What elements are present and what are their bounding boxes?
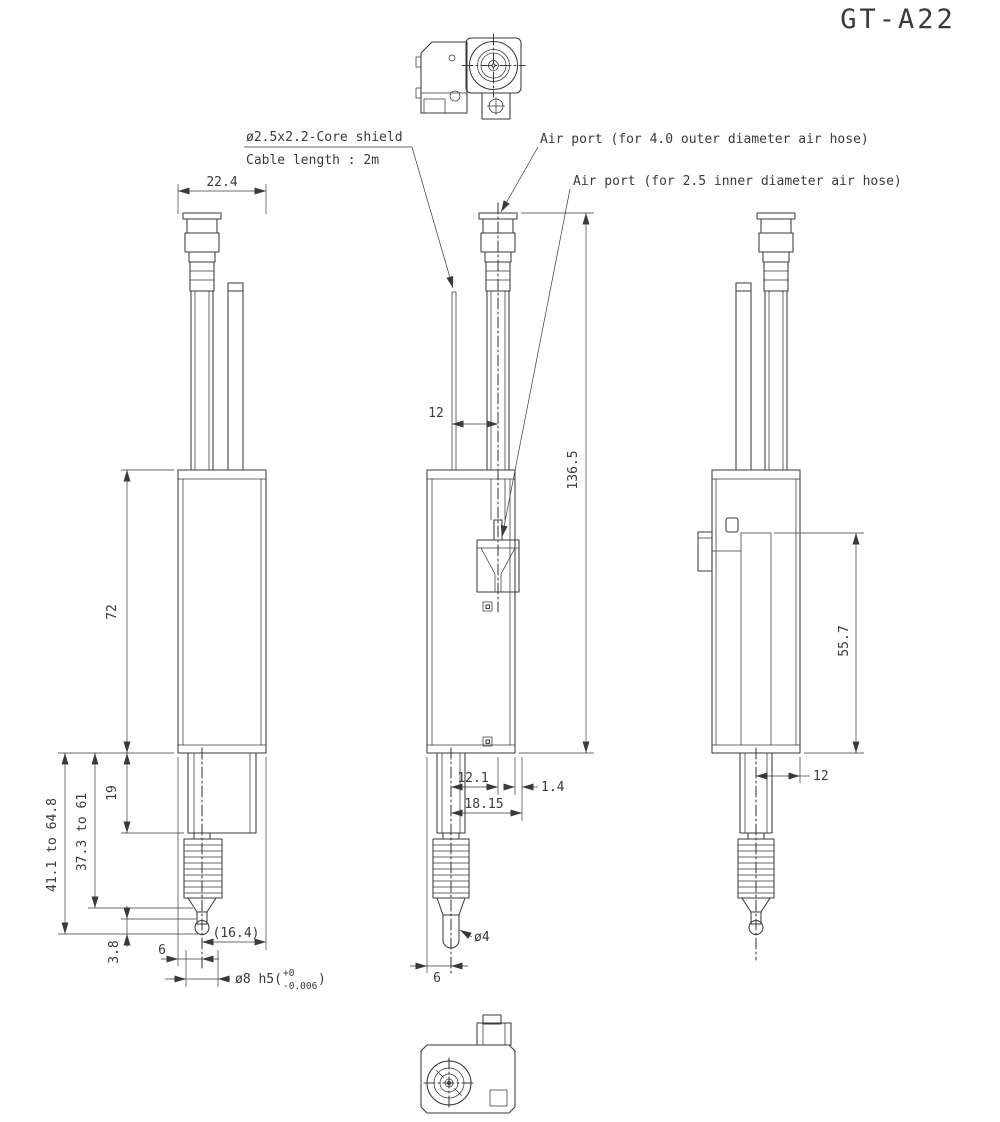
right-air-fitting [756, 212, 796, 471]
dim-offset-left-text: 6 [158, 943, 166, 958]
dim-overall-length: 136.5 [519, 212, 594, 754]
bottom-view-fitting-block [476, 1014, 512, 1046]
label-air-port-outer-group: Air port (for 4.0 outer diameter air hos… [500, 132, 869, 213]
dim-width-ref-text: (16.4) [213, 926, 260, 941]
dim-spindle-tol-lower: -0.006 [283, 981, 318, 992]
dim-port-span-text: 18.15 [464, 797, 503, 812]
dim-bush-length: 19 [105, 753, 131, 833]
dim-spindle-dia-close: ) [318, 972, 326, 987]
dim-inner-length-text: 55.7 [837, 625, 852, 656]
dim-tip-play-text: 3.8 [107, 940, 122, 963]
top-view-head [465, 37, 522, 94]
dim-edge-gap-text: 1.4 [541, 780, 565, 795]
label-air-port-inner: Air port (for 2.5 inner diameter air hos… [573, 174, 902, 189]
right-cable-conduit [735, 282, 752, 471]
left-body [177, 469, 267, 754]
dim-edge-gap: 1.4 [503, 757, 565, 795]
right-side-connector [697, 517, 742, 572]
label-air-port-inner-group: Air port (for 2.5 inner diameter air hos… [500, 174, 902, 538]
left-lower-housing [187, 752, 257, 840]
dim-range-total: 41.1 to 64.8 [45, 753, 198, 935]
left-bellows [183, 838, 223, 899]
top-view [415, 33, 526, 120]
dim-spindle-dia: ø8 h5( +0 -0.006 ) [165, 950, 326, 992]
dim-body-width-text: 22.4 [206, 175, 237, 190]
dim-overall-length-text: 136.5 [566, 450, 581, 489]
front-sensor-marks [482, 601, 493, 747]
dim-port-offset: 12.1 [451, 757, 499, 795]
dim-spindle-dia-text: ø8 h5( [235, 972, 282, 987]
dim-port-offset-top-text: 12 [428, 406, 444, 421]
dim-offset-right: 12 [756, 757, 829, 784]
front-cable [451, 291, 457, 471]
label-core-shield: ø2.5x2.2-Core shield [246, 130, 403, 145]
left-air-fitting [182, 212, 222, 471]
dim-offset-left: 6 [158, 757, 219, 966]
top-view-screw-block [481, 92, 511, 120]
dim-bush-length-text: 19 [105, 785, 120, 801]
front-view [426, 202, 520, 976]
dim-port-span: 18.15 [451, 757, 523, 821]
label-cable-length: Cable length : 2m [246, 153, 379, 168]
dim-body-width: 22.4 [177, 175, 267, 214]
dim-width-ref: (16.4) [202, 757, 267, 950]
drawing-title: GT-A22 [840, 4, 956, 35]
top-view-housing [420, 41, 468, 114]
dim-range-stroke-text: 37.3 to 61 [75, 793, 90, 871]
dim-port-offset-text: 12.1 [457, 771, 488, 786]
dim-offset-front-text: 6 [433, 971, 441, 986]
dim-port-offset-top: 12 [428, 406, 498, 428]
dim-range-total-text: 41.1 to 64.8 [45, 798, 60, 892]
bottom-view [420, 1014, 516, 1114]
dim-spindle-tol-upper: +0 [283, 968, 295, 979]
left-cable-conduit [227, 282, 244, 471]
top-view-phillips-screw [487, 97, 505, 115]
right-view [697, 212, 801, 961]
dim-body-length: 72 [58, 469, 184, 834]
right-body [711, 469, 801, 754]
left-view [177, 212, 267, 969]
dim-tip-dia-text: ø4 [474, 930, 490, 945]
dim-range-stroke: 37.3 to 61 [75, 753, 193, 909]
label-air-port-outer: Air port (for 4.0 outer diameter air hos… [540, 132, 869, 147]
dim-tip-dia: ø4 [459, 929, 490, 945]
label-core-shield-group: ø2.5x2.2-Core shield Cable length : 2m [244, 130, 454, 289]
dim-tip-play: 3.8 [107, 906, 196, 964]
bottom-view-housing [420, 1044, 516, 1114]
dim-body-length-text: 72 [105, 604, 120, 620]
dim-inner-length: 55.7 [774, 532, 864, 754]
dim-offset-right-text: 12 [813, 769, 829, 784]
dim-offset-front: 6 [410, 757, 468, 986]
right-internal-housing [740, 532, 772, 746]
front-body [426, 469, 516, 754]
